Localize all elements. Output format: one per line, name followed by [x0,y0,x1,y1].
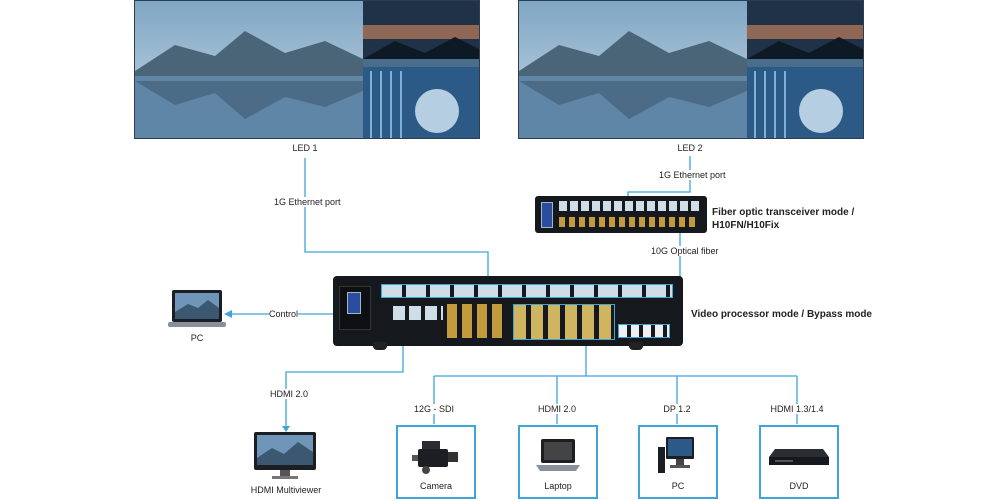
input-box-laptop: Laptop [518,425,598,499]
multiviewer-monitor-icon [254,432,316,479]
laptop-label: Laptop [544,481,572,491]
optical-fiber-label: 10G Optical fiber [651,246,719,256]
hdmi-arrow [282,426,290,432]
optical-ports [618,324,670,338]
pc-label: PC [671,481,685,491]
laptop-icon [536,439,580,471]
device-foot [373,342,387,350]
dvd-player-icon [769,449,829,465]
led1-label: LED 1 [292,143,318,153]
camera-label: Camera [419,481,452,491]
sdi-ports [447,304,507,338]
fiber-mode-line2: H10FN/H10Fix [712,220,780,231]
device-foot [629,342,643,350]
ethernet1-label: 1G Ethernet port [274,197,341,207]
pc-control-label: PC [190,333,204,343]
input-box-pc: PC [638,425,718,499]
input-signal-label: HDMI 2.0 [537,404,577,414]
control-label: Control [269,309,299,319]
dvd-label: DVD [789,481,809,491]
ethernet-port-row [559,201,699,211]
input-box-dvd: DVD [759,425,839,499]
control-laptop-icon [168,290,226,327]
multiviewer-label: HDMI Multiviewer [250,485,322,495]
input-box-camera: Camera [396,425,476,499]
hdmi-dp-ports [513,304,615,340]
led2-landscape-image [519,1,863,138]
hdmi-out-line [285,346,404,428]
input-port-row [559,217,699,227]
control-ports [393,306,443,320]
fiber-mode-line1: Fiber optic transceiver mode / [712,207,855,218]
ethernet-port-row [381,284,673,298]
led1-screen [134,0,480,139]
input-signal-label: HDMI 1.3/1.4 [770,404,824,414]
led1-ethernet-line [304,158,489,280]
ethernet2-label: 1G Ethernet port [659,170,726,180]
desktop-pc-icon [658,437,694,473]
led1-landscape-image [135,1,479,138]
led2-screen [518,0,864,139]
input-signal-label: DP 1.2 [663,404,691,414]
led2-label: LED 2 [677,143,703,153]
input-signal-label: 12G - SDI [413,404,455,414]
power-inlet [541,202,553,228]
power-inlet [347,292,361,314]
fiber-transceiver-device [535,196,707,233]
control-arrow [224,310,232,318]
video-processor-device [333,276,683,350]
processor-mode-label: Video processor mode / Bypass mode [691,309,872,320]
camera-icon [412,441,458,474]
input-bus-line [433,346,798,424]
hdmi-out-label: HDMI 2.0 [270,389,309,399]
